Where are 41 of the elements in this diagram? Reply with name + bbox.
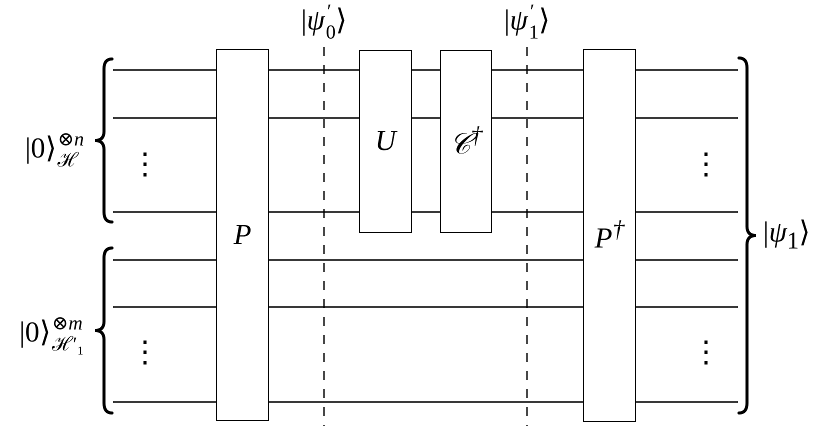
wire: [412, 211, 440, 213]
wire: [113, 69, 216, 71]
wire: [636, 306, 738, 308]
wire: [412, 69, 440, 71]
gate-box: [583, 49, 636, 422]
wire: [113, 259, 216, 261]
wire: [636, 211, 738, 213]
curly-brace: [93, 246, 113, 415]
wire: [113, 117, 216, 119]
wire: [113, 306, 216, 308]
vertical-ellipsis: ⋮: [691, 150, 721, 180]
wire: [269, 306, 583, 308]
state-label: |ψ$^{′}$$_{0}$⟩: [301, 1, 347, 43]
curly-brace: [93, 57, 113, 224]
gate-label: P$^{†}$: [594, 218, 624, 254]
wire: [492, 69, 583, 71]
wire: [636, 69, 738, 71]
wire: [269, 401, 583, 403]
vertical-ellipsis: ⋮: [691, 338, 721, 368]
wire: [269, 117, 359, 119]
wire: [113, 401, 216, 403]
gate-box: [359, 50, 412, 233]
state-label: |ψ$^{′}$$_{1}$⟩: [504, 1, 550, 43]
wire: [636, 401, 738, 403]
wire: [269, 69, 359, 71]
wire: [492, 117, 583, 119]
gate-box: [440, 50, 492, 233]
wire: [636, 259, 738, 261]
wire: [269, 259, 583, 261]
wire: [113, 211, 216, 213]
wire: [636, 117, 738, 119]
vertical-ellipsis: ⋮: [130, 150, 160, 180]
gate-box: [216, 49, 269, 421]
state-label: |ψ$_{1}$⟩: [763, 218, 810, 254]
curly-brace: [738, 56, 758, 415]
vertical-ellipsis: ⋮: [130, 338, 160, 368]
wire: [412, 117, 440, 119]
gate-label: P: [234, 220, 252, 250]
wire: [492, 211, 583, 213]
wire: [269, 211, 359, 213]
gate-label: U: [375, 127, 396, 156]
